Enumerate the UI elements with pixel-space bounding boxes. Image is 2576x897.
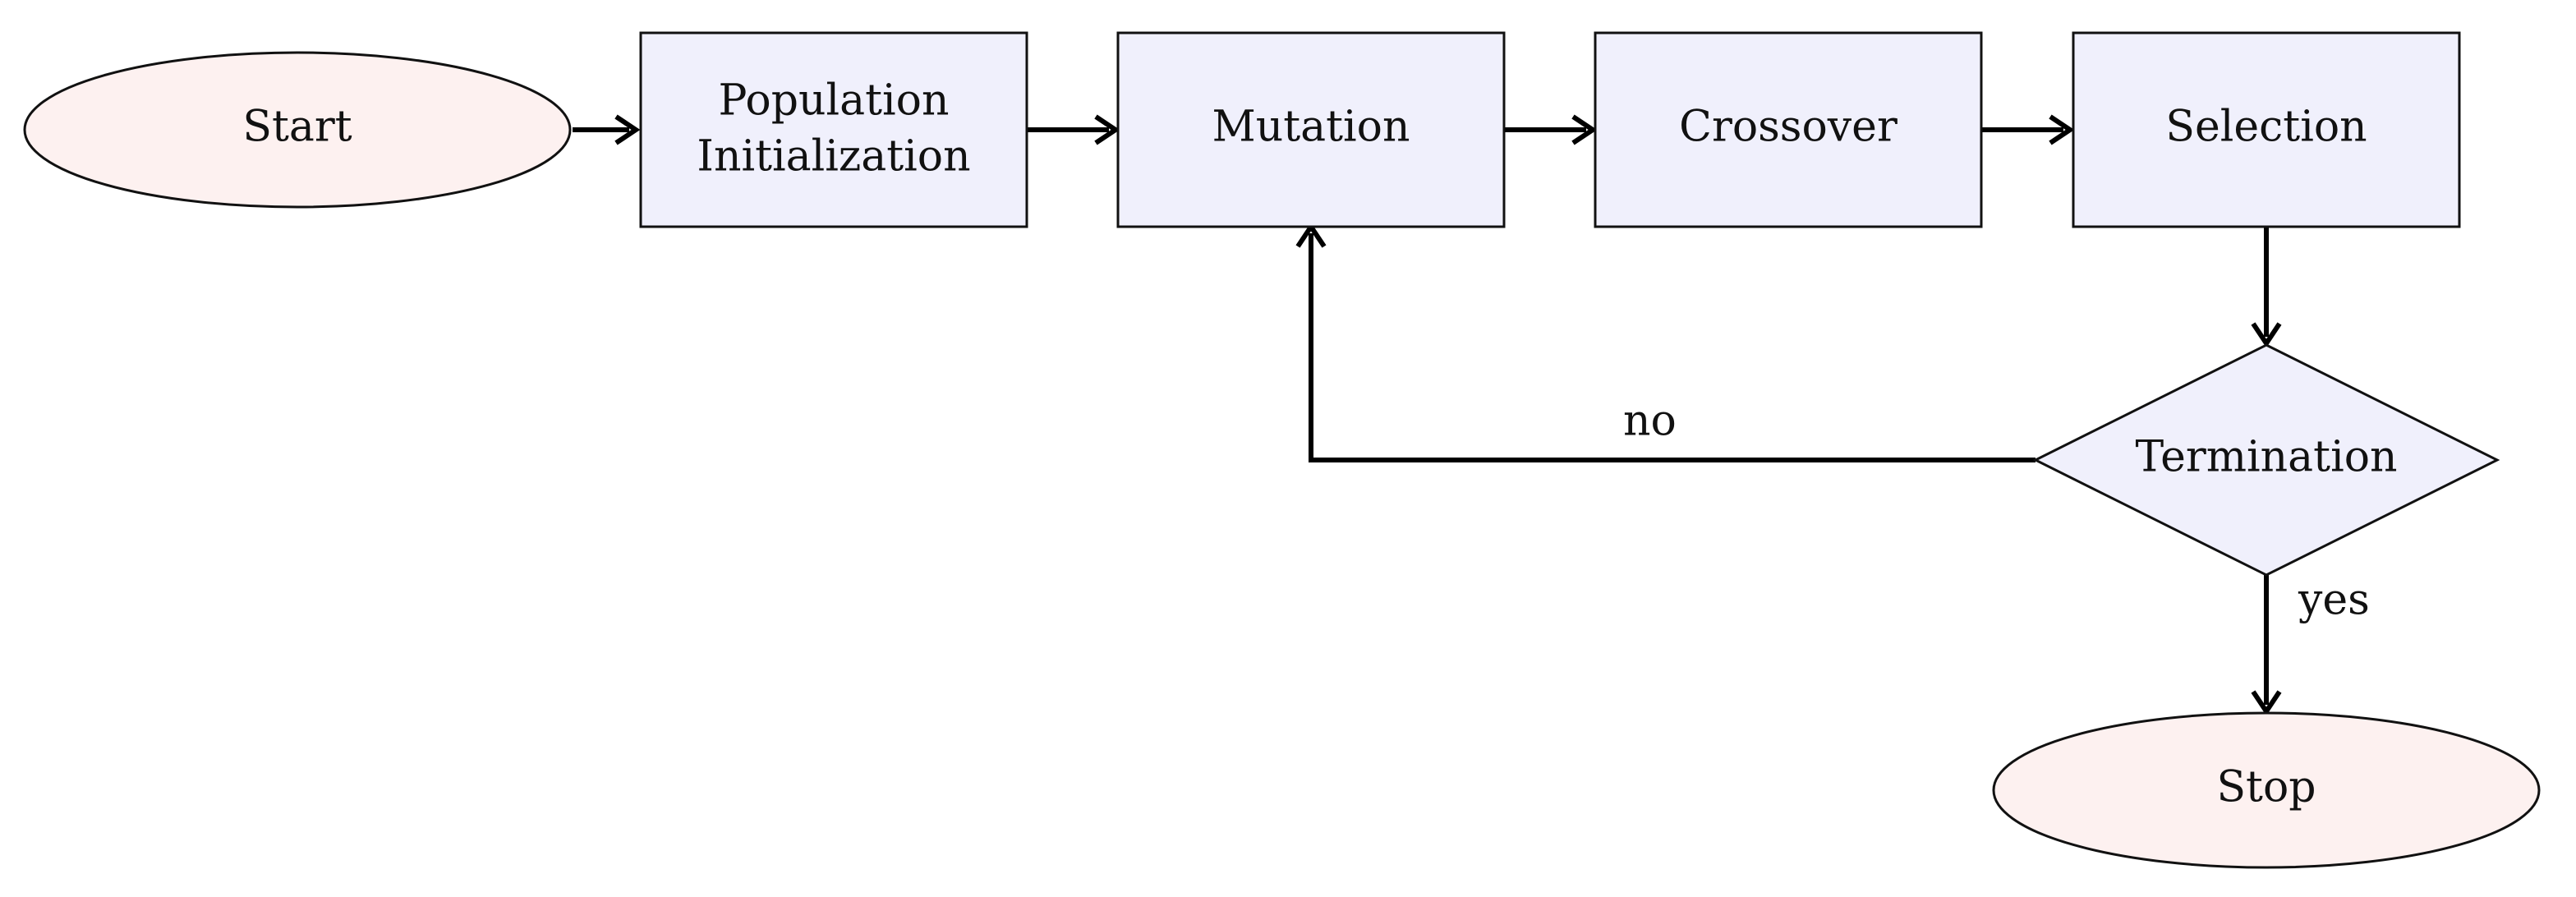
- edges: [573, 114, 2282, 716]
- stop-ellipse: [1992, 711, 2541, 869]
- edge-label-no: no: [1623, 397, 1677, 446]
- node-mutation: Mutation: [1116, 31, 1506, 228]
- crossover-label: Crossover: [1679, 103, 1898, 152]
- arrowhead-icon: [614, 114, 641, 145]
- selection-box: [2072, 31, 2461, 228]
- arrowhead-icon: [2251, 690, 2282, 716]
- arrowhead-icon: [2049, 114, 2075, 145]
- node-stop: Stop: [1992, 711, 2541, 869]
- node-selection: Selection: [2072, 31, 2461, 228]
- termination-label: Termination: [2135, 433, 2397, 482]
- population-init-label-line-2: Initialization: [697, 132, 970, 182]
- arrowhead-icon: [1094, 114, 1120, 145]
- node-start: Start: [23, 51, 572, 209]
- termination-diamond: [2032, 343, 2500, 577]
- node-crossover: Crossover: [1594, 31, 1983, 228]
- node-termination: Termination: [2032, 343, 2500, 577]
- node-population-initialization: Population Initialization: [639, 31, 1028, 228]
- arrowhead-icon: [1571, 114, 1598, 145]
- crossover-box: [1594, 31, 1983, 228]
- start-label: Start: [242, 103, 352, 152]
- start-ellipse: [23, 51, 572, 209]
- edge-label-yes: yes: [2298, 576, 2370, 625]
- mutation-label: Mutation: [1212, 103, 1410, 152]
- population-init-label-line-1: Population: [719, 76, 950, 126]
- population-init-box: [639, 31, 1028, 228]
- selection-label: Selection: [2165, 103, 2367, 152]
- arrowhead-icon: [2251, 322, 2282, 348]
- stop-label: Stop: [2216, 763, 2316, 812]
- edge-termination-to-mutation: [1309, 233, 2036, 462]
- mutation-box: [1116, 31, 1506, 228]
